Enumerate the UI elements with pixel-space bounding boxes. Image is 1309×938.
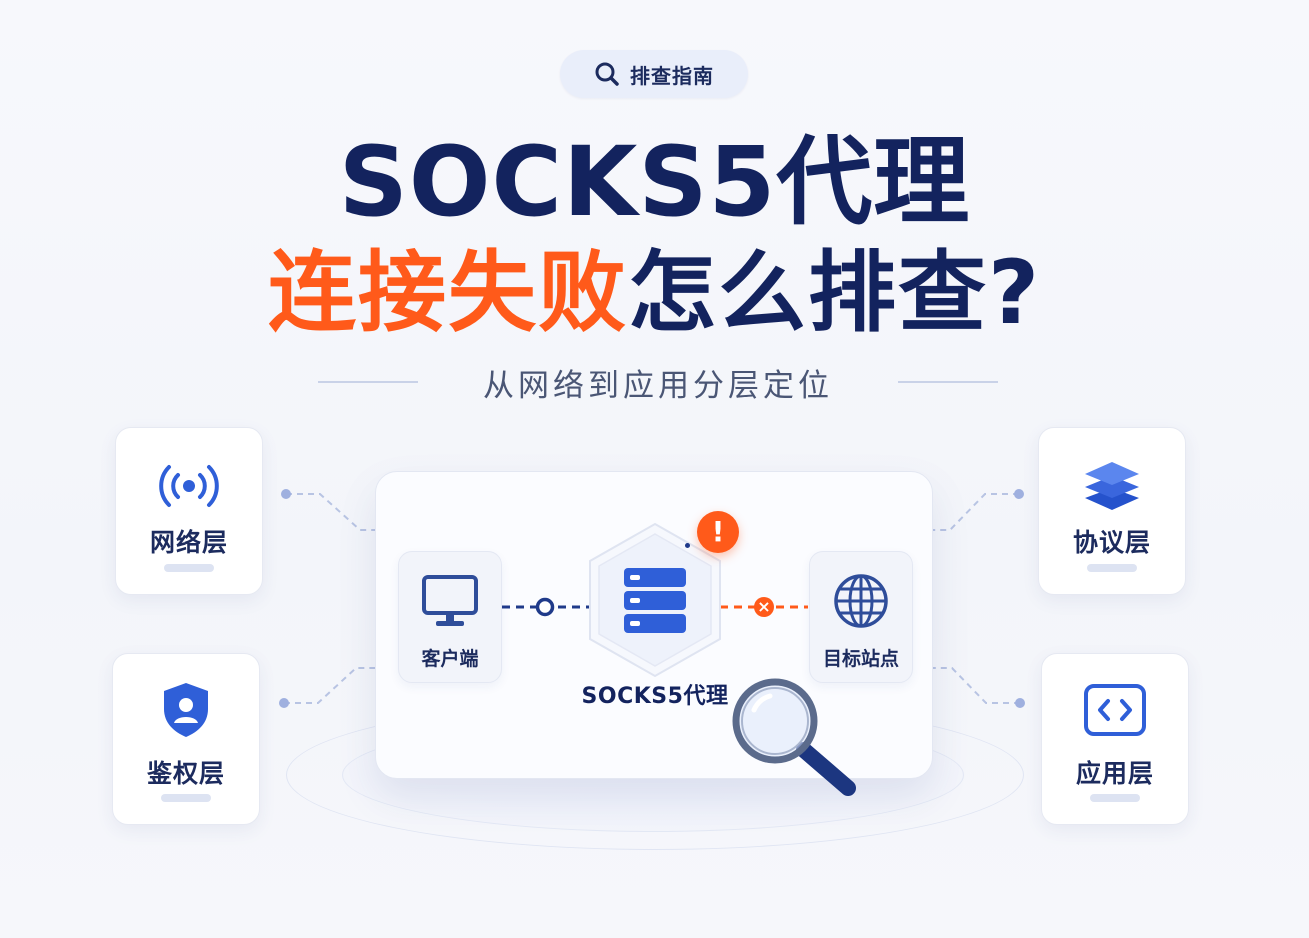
layer-card-protocol: 协议层 <box>1038 427 1186 595</box>
title-line-2: 连接失败怎么排查? <box>0 238 1309 348</box>
target-label: 目标站点 <box>822 648 899 670</box>
proxy-node <box>589 522 721 678</box>
title-rest: 怎么排查? <box>627 241 1042 344</box>
layer-card-auth: 鉴权层 <box>112 653 260 825</box>
client-label: 客户端 <box>421 648 479 670</box>
alert-dot <box>685 543 690 548</box>
signal-icon <box>159 458 219 514</box>
layers-icon <box>1082 458 1142 514</box>
server-icon <box>624 568 686 633</box>
subtitle: 从网络到应用分层定位 <box>483 367 833 404</box>
subtitle-divider-left <box>318 381 418 383</box>
layer-bar <box>161 794 211 802</box>
target-node: 目标站点 <box>809 551 913 683</box>
client-node: 客户端 <box>398 551 502 683</box>
layer-label-network: 网络层 <box>149 528 228 557</box>
title-line-1: SOCKS5代理 <box>338 126 971 238</box>
guide-badge: 排查指南 <box>560 50 748 98</box>
layer-bar <box>1087 564 1137 572</box>
code-icon <box>1084 682 1146 738</box>
subtitle-divider-right <box>898 381 998 383</box>
layer-label-auth: 鉴权层 <box>146 759 225 788</box>
alert-icon: ! <box>711 515 725 548</box>
layer-bar <box>1090 794 1140 802</box>
globe-icon <box>834 574 888 628</box>
layer-card-network: 网络层 <box>115 427 263 595</box>
subtitle-row: 从网络到应用分层定位 <box>318 362 998 404</box>
alert-badge: ! <box>697 511 739 553</box>
layer-bar <box>164 564 214 572</box>
search-icon <box>595 62 619 86</box>
badge-label: 排查指南 <box>630 63 714 88</box>
shield-user-icon <box>156 682 216 738</box>
layer-label-application: 应用层 <box>1075 759 1154 788</box>
layer-label-protocol: 协议层 <box>1072 528 1151 557</box>
title-highlight: 连接失败 <box>267 241 628 344</box>
magnifier-icon <box>732 678 856 796</box>
monitor-icon <box>422 575 478 626</box>
failure-marker: × <box>757 597 771 616</box>
layer-card-application: 应用层 <box>1041 653 1189 825</box>
proxy-label: SOCKS5代理 <box>581 684 729 709</box>
